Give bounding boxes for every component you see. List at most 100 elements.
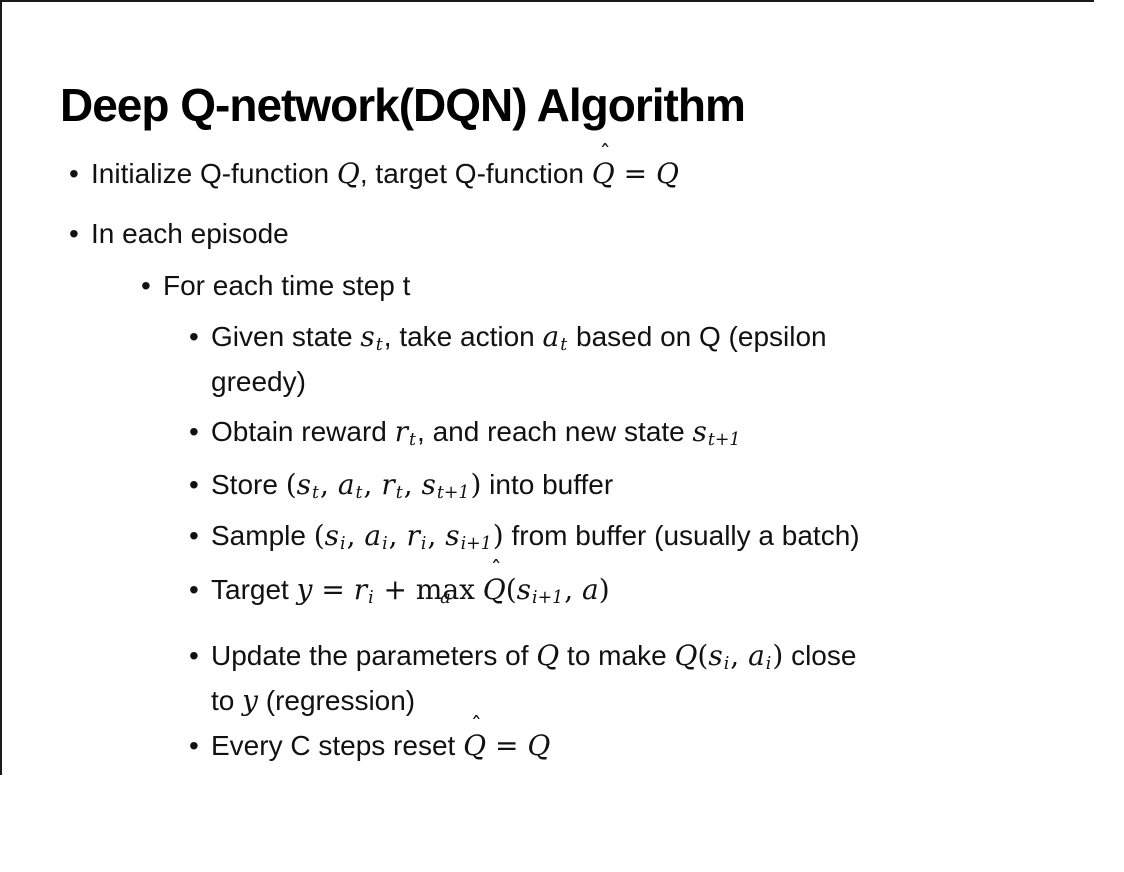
math-symbol: , [320, 468, 338, 501]
bullet-icon: • [69, 158, 79, 189]
bullet-icon: • [189, 416, 199, 447]
math-subscript: i [723, 653, 730, 674]
text-run: , target Q-function [359, 158, 592, 189]
math-var: s [708, 639, 723, 672]
bullet-item: • For each time step t [141, 263, 1104, 308]
bullet-list: •Initialize Q-function Q, target Q-funct… [0, 142, 1104, 768]
math-var: y [296, 573, 313, 606]
math-subscript: i+1 [532, 587, 564, 608]
math-subscript: i [765, 653, 772, 674]
math-subscript: t [560, 334, 568, 355]
text-run: greedy) [211, 366, 306, 397]
math-var: s [516, 573, 532, 606]
bullet-icon: • [189, 469, 199, 500]
math-symbol: , [388, 519, 407, 552]
operator-underscript: a [440, 587, 451, 609]
math-symbol: = [486, 729, 528, 762]
math-var: y [242, 684, 258, 717]
math-symbol: ) [598, 573, 610, 606]
math-symbol: = [312, 573, 354, 606]
operator-name: max [415, 573, 475, 606]
math-var: a [582, 573, 599, 606]
math-symbol: ) [492, 519, 504, 552]
bullet-item: • Initialize Q-function Q, target Q-funct… [69, 142, 1104, 196]
bullet-item: •Update the parameters of Q to make Q(si… [189, 633, 1104, 723]
math-subscript: t [375, 334, 383, 355]
text-run: to make [559, 640, 675, 671]
math-symbol: , [346, 519, 365, 552]
bullet-icon: • [189, 730, 199, 761]
math-subscript: t+1 [707, 429, 741, 450]
math-symbol: , [564, 573, 582, 606]
slide-title: Deep Q-network(DQN) Algorithm [60, 78, 746, 131]
bullet-icon: • [141, 270, 151, 301]
slide-border-top [0, 0, 1094, 2]
math-symbol: ( [313, 519, 325, 552]
hat-accent: ˆ [599, 140, 611, 167]
text-run: , take action [383, 321, 543, 352]
text-run [475, 574, 483, 605]
math-subscript: i [382, 533, 388, 554]
text-run: Update the parameters of [211, 640, 537, 671]
math-symbol: + [374, 573, 416, 606]
math-var: Q [482, 573, 506, 606]
bullet-item: • In each episode [69, 211, 1104, 256]
text-run: Target [211, 574, 297, 605]
math-var: a [337, 468, 355, 501]
math-symbol: , [363, 468, 382, 501]
bullet-text: Update the parameters of Q to make Q(si,… [211, 633, 856, 723]
bullet-text: In each episode [91, 211, 289, 256]
math-var: s [360, 320, 375, 353]
math-var: s [421, 468, 436, 501]
bullet-text: Given state st, take action at based on … [211, 314, 827, 404]
math-var: r [353, 573, 368, 606]
math-symbol: ) [470, 468, 482, 501]
math-subscript: i [340, 533, 346, 554]
text-run: Initialize Q-function [91, 158, 337, 189]
text-run: Every C steps reset [211, 730, 464, 761]
math-var: Q [336, 157, 360, 190]
bullet-item: •Given state st, take action at based on… [189, 314, 1104, 404]
text-run: For each time step t [163, 270, 411, 301]
text-run: from buffer (usually a batch) [503, 520, 860, 551]
math-subscript: i [368, 587, 374, 608]
math-var: Q [463, 729, 487, 762]
math-subscript: t+1 [436, 482, 470, 503]
math-symbol: ( [285, 468, 297, 501]
math-subscript: t [355, 482, 363, 503]
math-var: r [406, 519, 420, 552]
math-var: a [364, 519, 382, 552]
bullet-icon: • [69, 218, 79, 249]
bullet-text: Sample (si, ai, ri, si+1) from buffer (u… [211, 513, 860, 558]
text-run: , and reach new state [417, 416, 693, 447]
bullet-icon: • [189, 574, 199, 605]
bullet-item: •Store (st, at, rt, st+1) into buffer [189, 462, 1104, 507]
math-symbol: = [614, 157, 656, 190]
hat-accent: ˆ [490, 556, 502, 583]
math-subscript: t [409, 429, 417, 450]
bullet-text: For each time step t [163, 263, 410, 308]
math-symbol: ( [505, 573, 517, 606]
text-run: Store [211, 469, 286, 500]
bullet-text: Store (st, at, rt, st+1) into buffer [211, 462, 613, 507]
math-symbol: , [730, 639, 749, 672]
slide-border-left [0, 0, 2, 775]
math-symbol: ) [772, 639, 784, 672]
math-var: s [324, 519, 340, 552]
math-symbol: , [403, 468, 422, 501]
text-run: Obtain reward [211, 416, 395, 447]
bullet-item: •Obtain reward rt, and reach new state s… [189, 409, 1104, 454]
math-var: r [381, 468, 395, 501]
text-run: Given state [211, 321, 361, 352]
math-var: s [445, 519, 460, 552]
math-subscript: i+1 [460, 533, 492, 554]
math-var: s [692, 415, 707, 448]
